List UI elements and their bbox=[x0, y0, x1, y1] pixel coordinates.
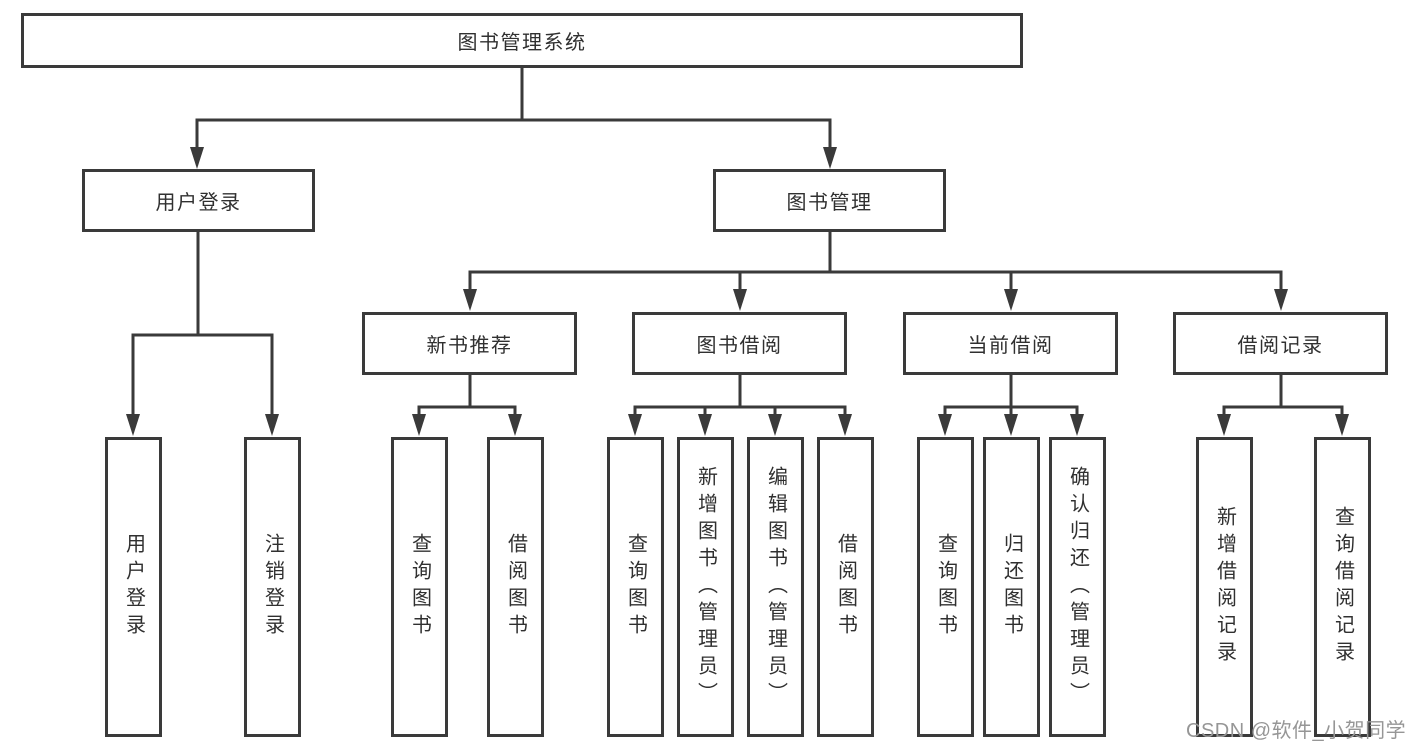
leaf-borrow-books: 借阅图书 bbox=[817, 437, 874, 737]
node-label: 注销登录 bbox=[261, 533, 284, 641]
leaf-edit-book-admin: 编辑图书（管理员） bbox=[747, 437, 804, 737]
leaf-user-login: 用户登录 bbox=[105, 437, 162, 737]
node-book-borrow: 图书借阅 bbox=[632, 312, 847, 375]
leaf-query-books-current: 查询图书 bbox=[917, 437, 974, 737]
node-label: 查询图书 bbox=[934, 533, 957, 641]
node-label: 查询借阅记录 bbox=[1331, 506, 1354, 668]
node-user-login: 用户登录 bbox=[82, 169, 315, 232]
node-label: 用户登录 bbox=[155, 192, 242, 214]
leaf-add-book-admin: 新增图书（管理员） bbox=[677, 437, 734, 737]
node-current-borrow: 当前借阅 bbox=[903, 312, 1118, 375]
leaf-add-borrow-record: 新增借阅记录 bbox=[1196, 437, 1253, 737]
node-borrow-records: 借阅记录 bbox=[1173, 312, 1388, 375]
node-label: 查询图书 bbox=[408, 533, 431, 641]
leaf-query-books-borrow: 查询图书 bbox=[607, 437, 664, 737]
leaf-return-book: 归还图书 bbox=[983, 437, 1040, 737]
node-label: 用户登录 bbox=[122, 533, 145, 641]
node-label: 图书管理系统 bbox=[457, 32, 587, 54]
node-new-book-recommend: 新书推荐 bbox=[362, 312, 577, 375]
leaf-query-borrow-record: 查询借阅记录 bbox=[1314, 437, 1371, 737]
leaf-borrow-books-recommend: 借阅图书 bbox=[487, 437, 544, 737]
node-label: 新书推荐 bbox=[426, 335, 513, 357]
node-label: 图书管理 bbox=[786, 192, 873, 214]
node-library-management-system: 图书管理系统 bbox=[21, 13, 1023, 68]
node-label: 编辑图书（管理员） bbox=[764, 465, 787, 709]
leaf-logout: 注销登录 bbox=[244, 437, 301, 737]
node-label: 借阅记录 bbox=[1237, 335, 1324, 357]
node-label: 借阅图书 bbox=[504, 533, 527, 641]
node-label: 借阅图书 bbox=[834, 533, 857, 641]
node-label: 归还图书 bbox=[1000, 533, 1023, 641]
node-book-management: 图书管理 bbox=[713, 169, 946, 232]
node-label: 当前借阅 bbox=[967, 335, 1054, 357]
leaf-query-books-recommend: 查询图书 bbox=[391, 437, 448, 737]
node-label: 图书借阅 bbox=[696, 335, 783, 357]
node-label: 查询图书 bbox=[624, 533, 647, 641]
watermark: CSDN @软件_小贺同学 bbox=[1186, 720, 1405, 742]
node-label: 确认归还（管理员） bbox=[1066, 465, 1089, 709]
leaf-confirm-return-admin: 确认归还（管理员） bbox=[1049, 437, 1106, 737]
node-label: 新增图书（管理员） bbox=[694, 465, 717, 709]
node-label: 新增借阅记录 bbox=[1213, 506, 1236, 668]
